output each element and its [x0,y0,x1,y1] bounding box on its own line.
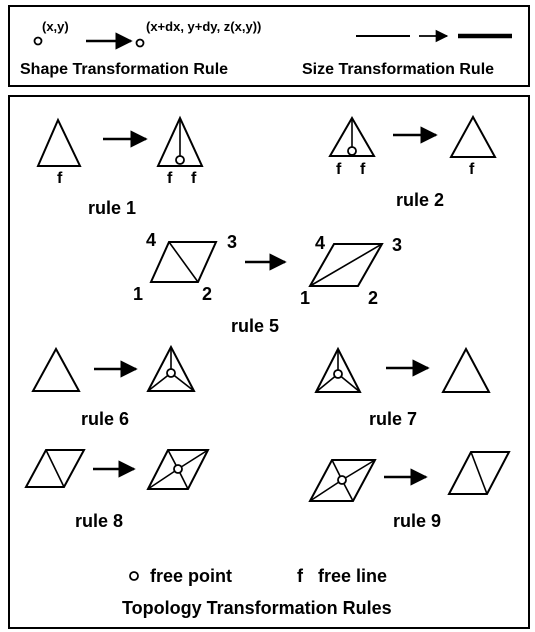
vertex-1-label: 1 [133,284,143,304]
rule-8-diagram: rule 8 [24,449,210,531]
vertex-4-label: 4 [315,233,325,253]
free-line-mark: f [191,170,197,187]
transformed-point-label: (x+dx, y+dy, z(x,y)) [146,19,261,34]
triangle-icon [314,346,362,393]
triangle-icon [156,115,204,167]
triangle-icon [36,117,82,167]
topology-rules-panel [8,95,530,629]
rule-2-label: rule 2 [396,190,444,210]
rule-9-label: rule 9 [393,511,441,531]
diagonal-line [470,451,488,495]
free-line-mark: f [360,161,366,178]
vertex-3-label: 3 [392,235,402,255]
topology-rules-title: Topology Transformation Rules [122,598,392,618]
free-point-icon [333,369,343,379]
free-line-mark: f [336,161,342,178]
free-point-icon [175,155,185,165]
free-point-label: free point [150,566,232,586]
rule-6-diagram: rule 6 [31,344,196,429]
split-line [177,449,209,470]
triangle-icon [328,116,376,157]
triangle-icon [31,346,81,392]
rhombus-icon [447,451,511,495]
free-line-mark: f [167,170,173,187]
triangle-icon [449,114,497,158]
rhombus-icon [24,449,86,488]
free-point-icon [166,368,176,378]
free-point-icon [135,38,145,48]
free-line-label: free line [318,566,387,586]
split-line [341,459,376,481]
rule-7-label: rule 7 [369,409,417,429]
rule-1-diagram: f f f rule 1 [36,115,204,218]
split-line [147,468,179,490]
free-point-icon [129,571,139,581]
rule-1-label: rule 1 [88,198,136,218]
split-line [309,479,343,502]
rule-5-label: rule 5 [231,316,279,336]
shape-size-legend-panel [8,5,530,87]
rule-8-label: rule 8 [75,511,123,531]
rule-2-diagram: f f f rule 2 [328,114,497,210]
shape-rule-title: Shape Transformation Rule [20,61,228,78]
triangle-icon [146,344,196,392]
free-point-icon [33,36,43,46]
free-line-symbol: f [297,566,304,586]
vertex-2-label: 2 [368,288,378,308]
diagonal-line [309,243,383,287]
free-line-mark: f [469,161,475,178]
free-point-icon [173,464,183,474]
diagonal-line [168,241,199,283]
rhombus-icon [149,241,218,283]
vertex-3-label: 3 [227,232,237,252]
triangle-icon [441,346,491,393]
free-line-mark: f [57,170,63,187]
vertex-1-label: 1 [300,288,310,308]
rule-6-label: rule 6 [81,409,129,429]
rule-5-diagram: 4 3 1 2 4 3 1 2 rule 5 [133,230,402,336]
point-label: (x,y) [42,19,69,34]
rule-9-diagram: rule 9 [308,451,511,531]
vertex-4-label: 4 [146,230,156,250]
size-rule-title: Size Transformation Rule [302,61,494,78]
diagonal-line [45,449,65,488]
free-point-icon [337,475,347,485]
free-point-icon [347,146,357,156]
rule-7-diagram: rule 7 [314,346,491,429]
vertex-2-label: 2 [202,284,212,304]
